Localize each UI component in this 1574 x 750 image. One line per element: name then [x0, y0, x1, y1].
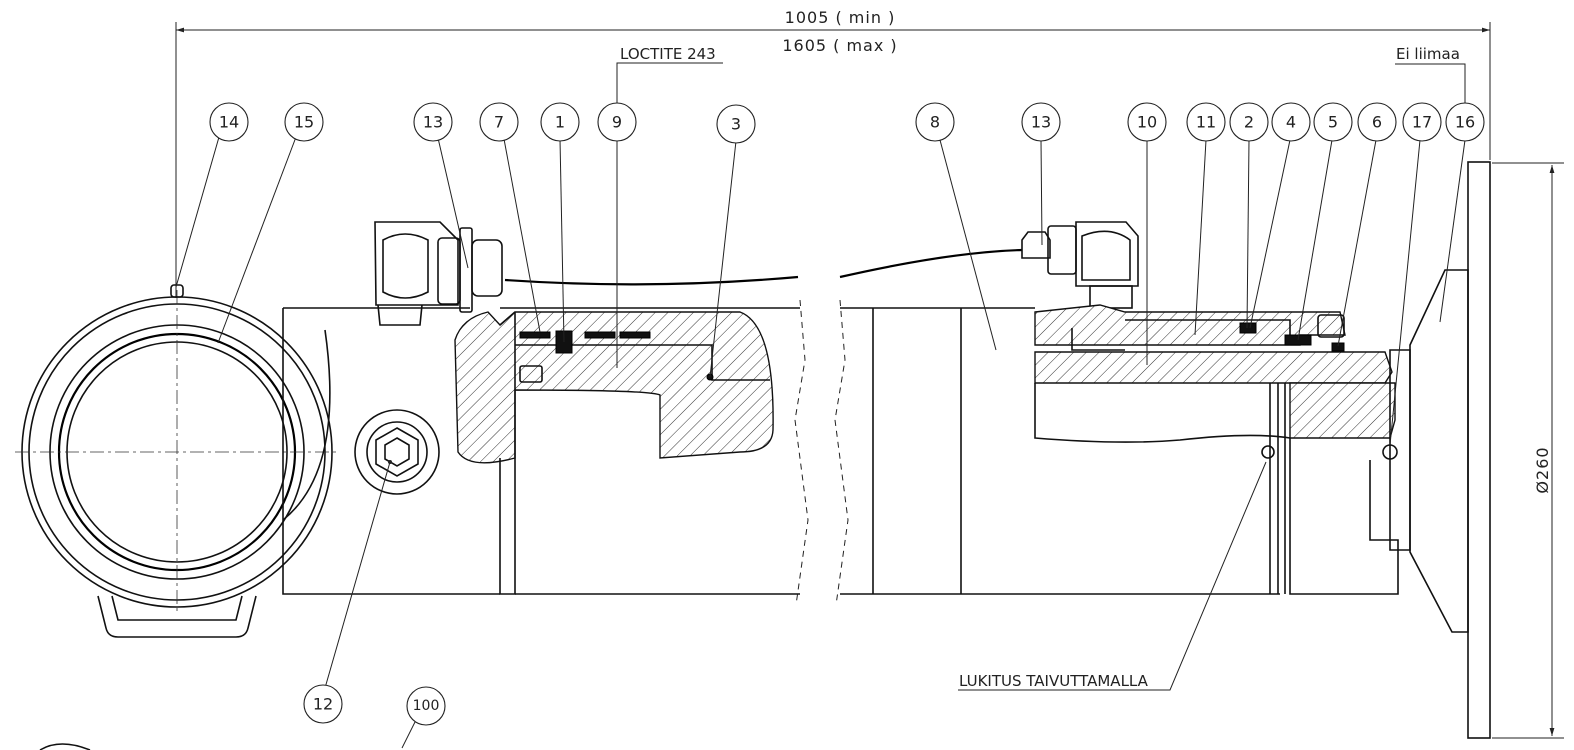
- balloon-13-front: 13: [1021, 102, 1061, 142]
- svg-text:4: 4: [1286, 113, 1296, 132]
- svg-text:2: 2: [1244, 113, 1254, 132]
- balloon-5: 5: [1313, 102, 1353, 142]
- length-max-label: 1605 ( max ): [782, 36, 897, 55]
- piston-seal-4: [619, 331, 651, 339]
- balloon-1: 1: [540, 102, 580, 142]
- svg-text:10: 10: [1137, 113, 1157, 132]
- piston-seal-1: [519, 331, 551, 339]
- svg-text:13: 13: [1031, 113, 1051, 132]
- balloon-3: 3: [716, 104, 756, 144]
- diameter-dimension: Ø260: [1492, 162, 1564, 739]
- svg-text:1: 1: [555, 113, 565, 132]
- balloon-4: 4: [1271, 102, 1311, 142]
- balloon-9: 9: [597, 102, 637, 142]
- balloon-2: 2: [1229, 102, 1269, 142]
- balloon-8: 8: [915, 102, 955, 142]
- svg-text:6: 6: [1372, 113, 1382, 132]
- balloon-100: 100: [406, 686, 446, 726]
- gland-and-rod-section: [1034, 304, 1411, 595]
- svg-text:15: 15: [294, 113, 314, 132]
- svg-text:3: 3: [731, 115, 741, 134]
- note-lock-by-bending: LUKITUS TAIVUTTAMALLA: [959, 672, 1149, 690]
- svg-text:7: 7: [494, 113, 504, 132]
- cylinder-back-head: [282, 221, 503, 595]
- balloon-14: 14: [209, 102, 249, 142]
- balloon-7: 7: [479, 102, 519, 142]
- gland-seal-6: [1331, 342, 1345, 352]
- balloon-10: 10: [1127, 102, 1167, 142]
- balloon-leaders: [39, 62, 1466, 750]
- length-min-label: 1005 ( min ): [785, 8, 896, 27]
- foot-plate: [1409, 161, 1491, 739]
- balloon-11: 11: [1186, 102, 1226, 142]
- balloon-6: 6: [1357, 102, 1397, 142]
- svg-text:8: 8: [930, 113, 940, 132]
- svg-text:12: 12: [313, 695, 333, 714]
- drawing-notes: LOCTITE 243 Ei liimaa LUKITUS TAIVUTTAMA…: [620, 45, 1460, 690]
- balloon-17: 17: [1402, 102, 1442, 142]
- overall-length-dimension: 1005 ( min ) 1605 ( max ): [175, 8, 1491, 298]
- balloon-16: 16: [1445, 102, 1485, 142]
- svg-text:100: 100: [413, 698, 440, 714]
- svg-text:13: 13: [423, 113, 443, 132]
- cylinder-end-eye: [15, 284, 340, 638]
- svg-text:16: 16: [1455, 113, 1475, 132]
- note-loctite: LOCTITE 243: [620, 45, 716, 63]
- diameter-label: Ø260: [1533, 446, 1552, 493]
- piston-section: [454, 311, 800, 595]
- front-hydraulic-fitting: [1021, 221, 1139, 309]
- gland-seal-4: [1239, 322, 1257, 334]
- svg-text:17: 17: [1412, 113, 1432, 132]
- balloon-12: 12: [303, 684, 343, 724]
- svg-text:14: 14: [219, 113, 239, 132]
- svg-text:5: 5: [1328, 113, 1338, 132]
- svg-text:9: 9: [612, 113, 622, 132]
- note-no-glue: Ei liimaa: [1396, 45, 1460, 63]
- piston-seal-3: [584, 331, 616, 339]
- part-balloons: 14 15 13 7 1 9 3 8 13 10 11 2 4 5 6 17 1…: [209, 102, 1485, 726]
- cylinder-tube: [500, 248, 1280, 606]
- balloon-15: 15: [284, 102, 324, 142]
- svg-text:11: 11: [1196, 113, 1216, 132]
- balloon-13-back: 13: [413, 102, 453, 142]
